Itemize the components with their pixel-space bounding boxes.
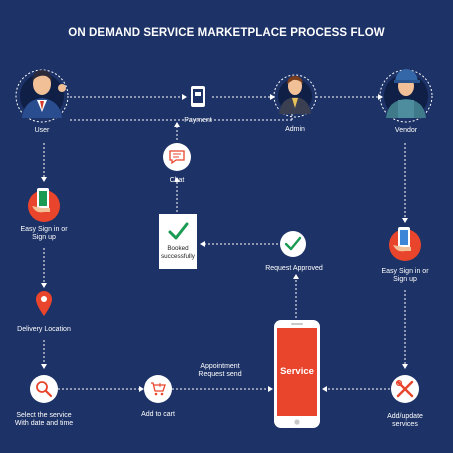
booked-line-1: Booked xyxy=(167,245,189,252)
request-approved-label: Request Approved xyxy=(265,265,323,272)
chat-label: Chat xyxy=(169,177,185,184)
vendor-label: Vendor xyxy=(394,127,418,134)
payment-label: Payment xyxy=(184,117,212,124)
tools-icon xyxy=(391,375,419,403)
add-update-label-1: Add/update xyxy=(387,413,423,420)
check-icon xyxy=(280,231,306,257)
appointment-label-1: Appointment xyxy=(200,363,240,370)
delivery-location-label: Delivery Location xyxy=(17,326,71,333)
phone-signin-icon xyxy=(28,188,60,222)
cart-icon xyxy=(144,375,172,403)
vendor-signin-label-1: Easy Sign in or xyxy=(381,268,429,275)
vendor-signin-label-2: Sign up xyxy=(393,276,417,283)
page-title: ON DEMAND SERVICE MARKETPLACE PROCESS FL… xyxy=(68,27,385,39)
service-label: Service xyxy=(280,366,314,377)
user-signin-label-1: Easy Sign in or xyxy=(20,226,68,233)
chat-icon xyxy=(163,143,191,171)
booked-card: Booked successfully xyxy=(159,214,197,269)
booked-check-icon xyxy=(168,222,189,240)
user-signin-label-2: Sign up xyxy=(32,234,56,241)
location-pin-icon xyxy=(36,291,52,316)
connectors xyxy=(41,94,408,392)
payment-phone-icon xyxy=(191,86,205,107)
add-update-label-2: services xyxy=(392,421,418,428)
admin-label: Admin xyxy=(285,126,305,133)
vendor-phone-signin-icon xyxy=(389,227,421,261)
appointment-label-2: Request send xyxy=(198,371,242,378)
user-label: User xyxy=(34,127,50,134)
search-icon xyxy=(30,375,58,403)
vendor-avatar-icon xyxy=(379,69,433,123)
add-to-cart-label: Add to cart xyxy=(141,411,175,418)
select-service-label-2: With date and time xyxy=(14,420,74,427)
user-avatar-icon xyxy=(15,69,69,123)
service-phone xyxy=(274,320,320,428)
booked-line-2: successfully xyxy=(161,252,195,260)
admin-avatar-icon xyxy=(273,74,317,118)
select-service-label-1: Select the service xyxy=(16,412,72,419)
booked-label: Booked successfully xyxy=(159,245,197,260)
